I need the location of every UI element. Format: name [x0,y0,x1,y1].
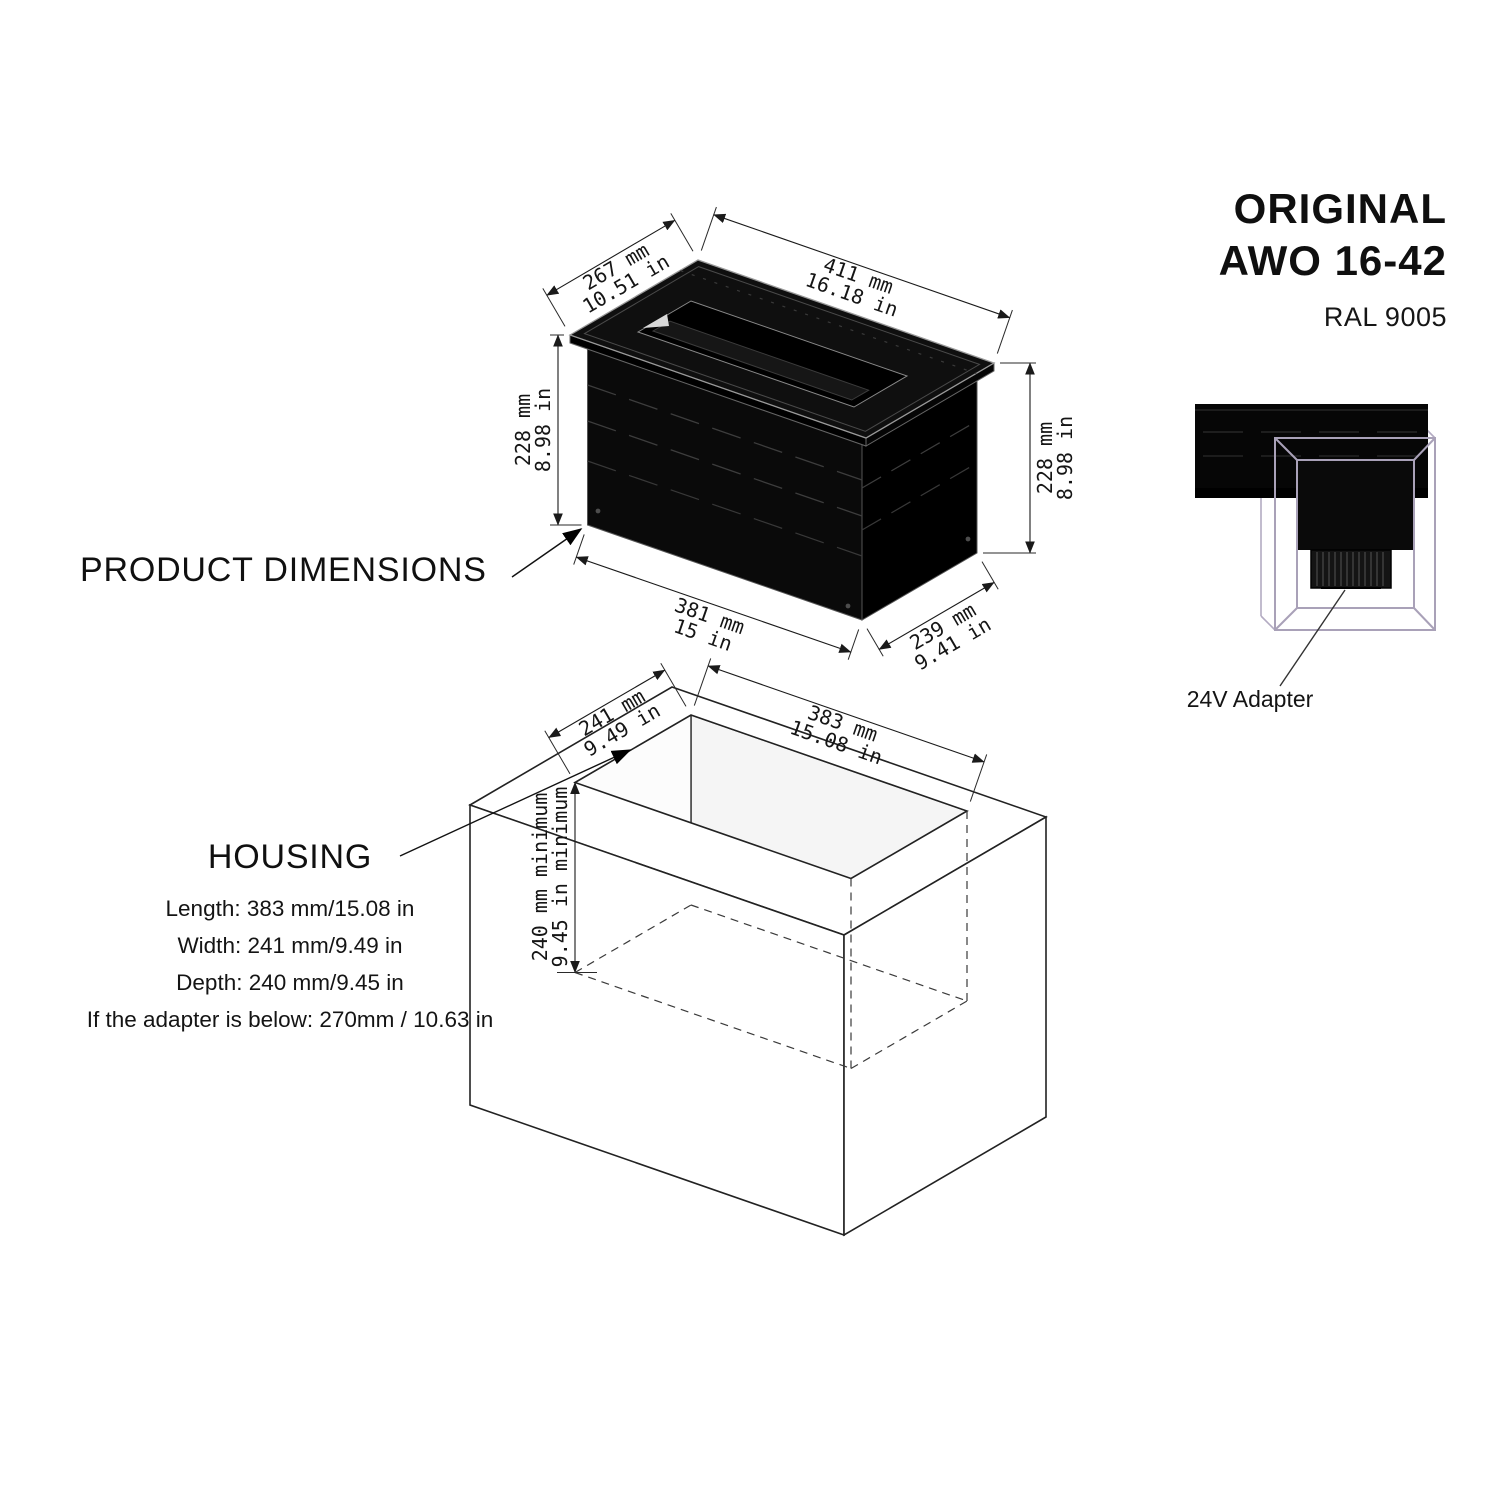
product-drawing: 267 mm 10.51 in 411 mm 16.18 in 228 mm 8… [511,206,1077,675]
adapter-callout-label: 24V Adapter [1186,686,1314,712]
adapter-illustration [1195,404,1436,687]
housing-block: HOUSING Length: 383 mm/15.08 in Width: 2… [10,838,570,1038]
housing-leader-arrow [399,749,632,857]
title-block: ORIGINAL AWO 16-42 RAL 9005 [1219,183,1447,343]
housing-spec-depth: Depth: 240 mm/9.45 in [176,970,404,995]
screw [845,603,851,609]
adapter-24v [1310,549,1392,589]
housing-drawing: 241 mm 9.49 in 383 mm 15.08 in 240 mm mi… [468,658,1048,1237]
model-number: AWO 16-42 [1218,237,1447,284]
dim-label: 228 mm [1033,422,1057,494]
vent-line [861,420,978,489]
product-leader-arrow [511,528,583,578]
hidden-edge [690,904,968,1002]
ral-color-code: RAL 9005 [1323,302,1447,332]
hidden-edge [574,971,852,1070]
dim-right-height: 228 mm 8.98 in [983,362,1077,554]
dim-left-height: 228 mm 8.98 in [511,334,582,526]
vent-line [587,420,863,517]
dim-label: 8.98 in [531,388,555,472]
dim-label: 8.98 in [1053,416,1077,500]
housing-label: HOUSING [207,838,373,876]
unit-inside-housing [1298,460,1413,550]
housing-specs: Length: 383 mm/15.08 in Width: 241 mm/9.… [10,890,570,1038]
screw [965,536,971,542]
housing-spec-adapter-note: If the adapter is below: 270mm / 10.63 i… [86,1007,494,1032]
vent-line [861,462,978,531]
top-face-detail [680,270,977,374]
dim-cavity-depth: 240 mm minimum 9.45 in minimum [528,781,597,974]
housing-frame-front [1274,437,1436,631]
housing-side-face [843,815,1047,1237]
screw [595,508,601,514]
housing-spec-length: Length: 383 mm/15.08 in [165,896,415,921]
product-dimensions-label: PRODUCT DIMENSIONS [80,551,487,589]
adapter-leader-line [1279,589,1346,687]
dim-label: 9.45 in minimum [548,787,572,968]
slot-highlight [643,314,669,328]
vent-line [587,460,863,557]
vent-line [587,384,863,481]
product-line-title: ORIGINAL [1233,185,1447,232]
dim-label: 240 mm minimum [528,793,552,962]
housing-spec-width: Width: 241 mm/9.49 in [177,933,403,958]
dim-top-width: 411 mm 16.18 in [700,206,1013,354]
dim-label: 228 mm [511,394,535,466]
